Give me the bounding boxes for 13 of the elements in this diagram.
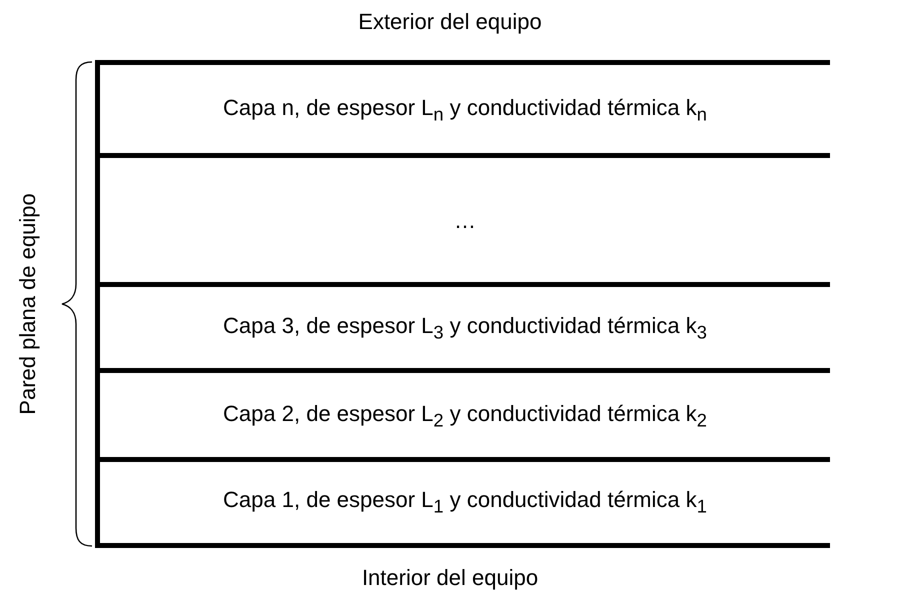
layer-label: Capa 3, de espesor L$_{3}$ y conductividad térmica k$_{3}$ (223, 313, 707, 344)
wall-layer (95, 153, 830, 284)
outer-side-label: Exterior del equipo (358, 9, 542, 35)
wall-layer (95, 60, 830, 155)
wall-label: Pared plana de equipo (15, 193, 41, 415)
layer-label: … (454, 208, 476, 234)
wall-layer (95, 282, 830, 370)
wall-layer (95, 368, 830, 459)
layer-label: Capa 1, de espesor L$_{1}$ y conductividad térmica k$_{1}$ (223, 487, 707, 518)
layer-label: Capa n, de espesor L$_{n}$ y conductividad térmica k$_{n}$ (223, 94, 707, 126)
layer-label: Capa 2, de espesor L$_{2}$ y conductividad térmica k$_{2}$ (223, 400, 707, 432)
wall-layer (95, 457, 830, 548)
inner-side-label: Interior del equipo (362, 565, 538, 591)
